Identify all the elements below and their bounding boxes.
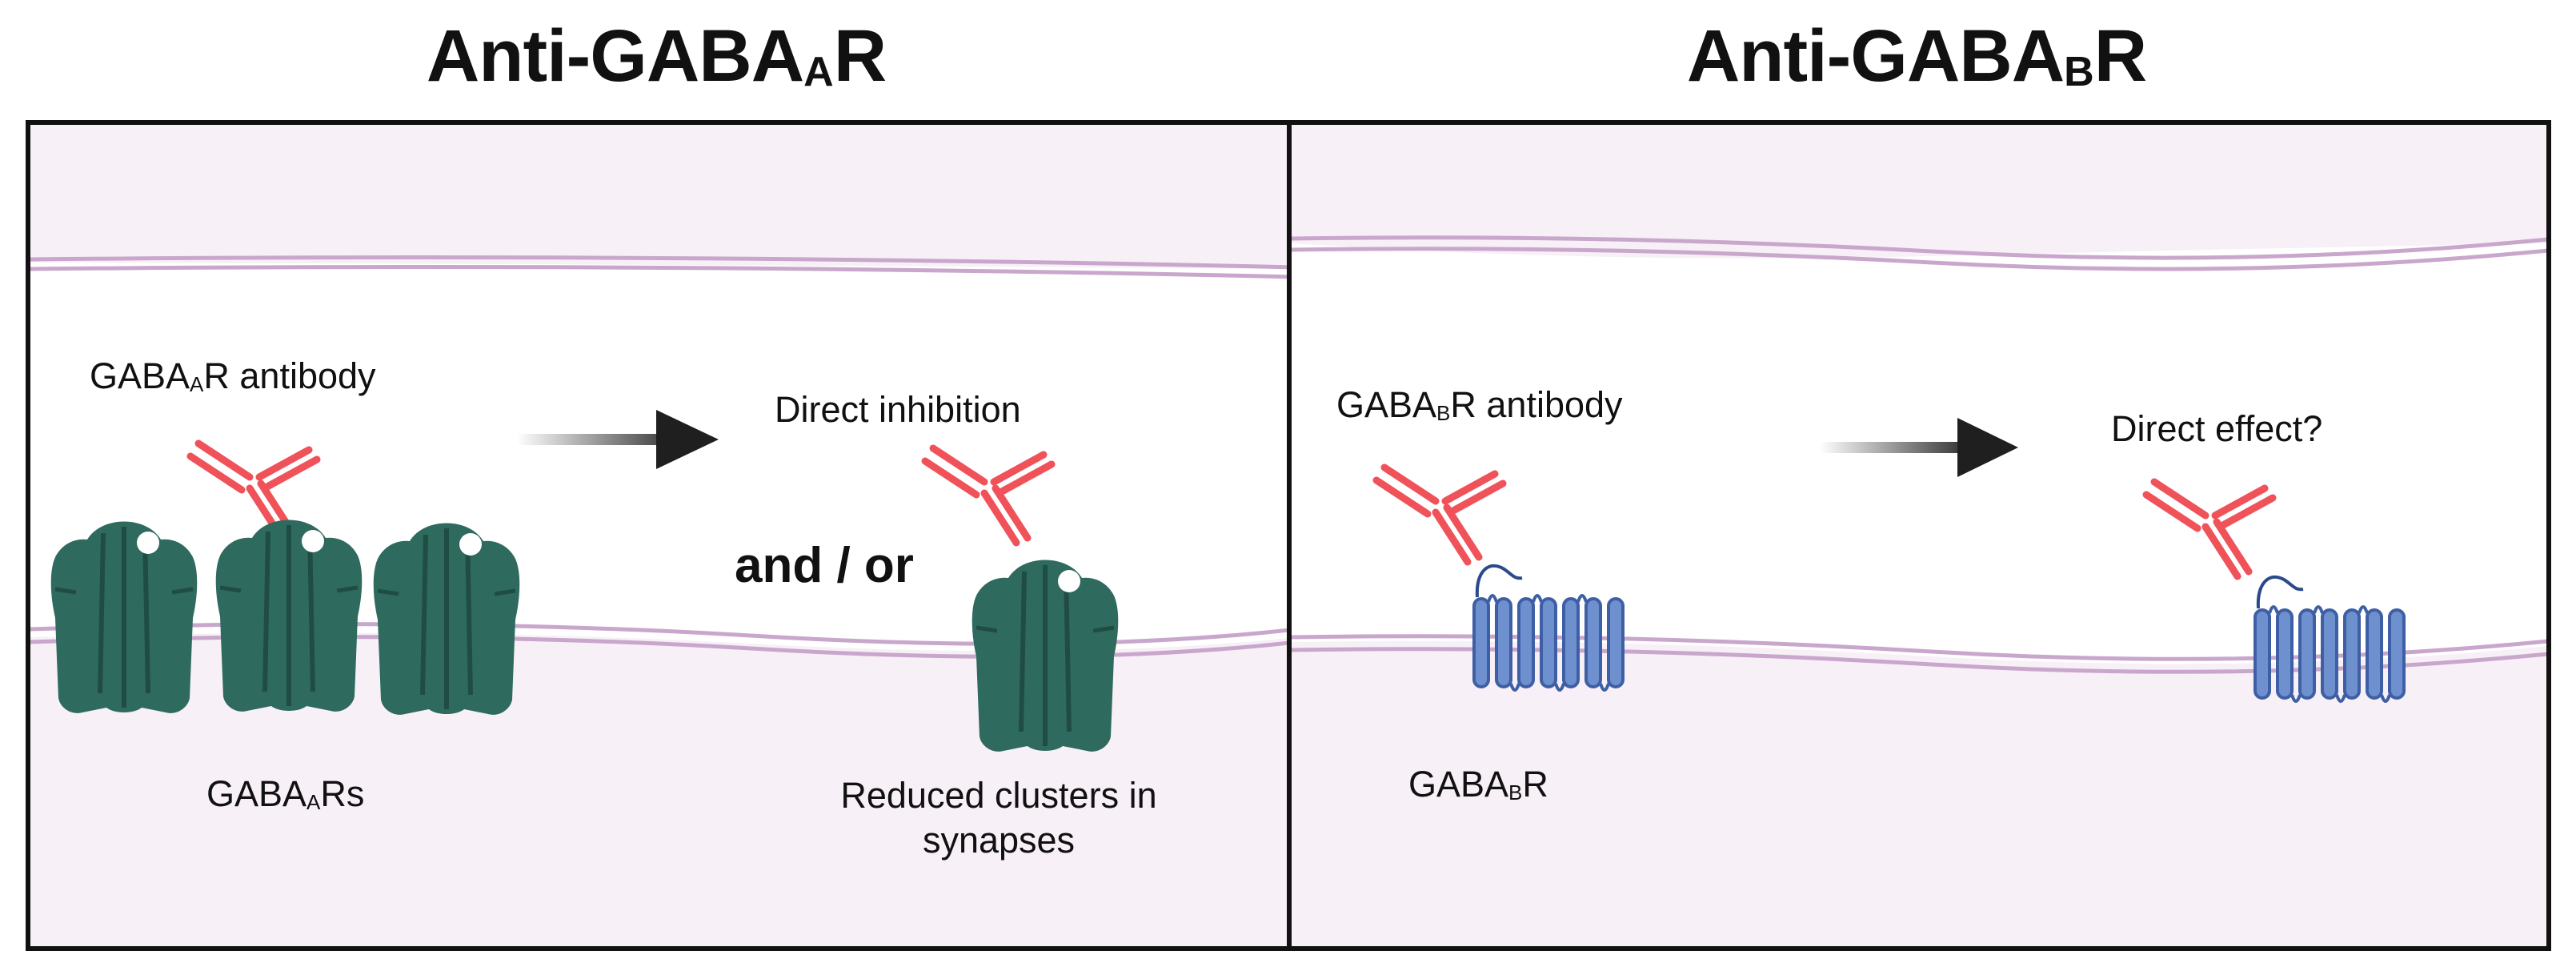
panel-title-anti-gabaa: Anti-GABAAR — [164, 14, 1148, 98]
gabaa-receptor-icon — [374, 524, 520, 715]
panel-anti-gabaa: GABAAR antibody GABAARs Direct inhibitio… — [26, 120, 1292, 951]
panel-anti-gabab: GABABR antibody GABABR Direct effect? — [1287, 120, 2551, 951]
panel-a-illustration — [30, 125, 1287, 946]
antibody-icon — [925, 448, 1052, 543]
direct-effect-label: Direct effect? — [2111, 408, 2323, 449]
label-end: R antibody — [1450, 384, 1623, 425]
gabab-antibody-label: GABABR antibody — [1336, 383, 1623, 427]
arrow-right-icon — [517, 410, 719, 469]
antibody-icon — [1376, 467, 1503, 562]
label-end: Rs — [320, 773, 365, 814]
reduced-clusters-line-2: synapses — [922, 820, 1076, 861]
gabaa-receptor-icon — [51, 522, 198, 713]
label-text: GABA — [1336, 384, 1437, 425]
label-subscript: A — [190, 372, 204, 396]
label-subscript: B — [1436, 401, 1451, 425]
arrow-right-icon — [1820, 418, 2018, 477]
antibody-icon — [2146, 482, 2273, 576]
and-or-label: and / or — [735, 538, 914, 593]
label-text: GABA — [206, 773, 307, 814]
title-end: R — [833, 15, 887, 97]
reduced-clusters-label: Reduced clusters in synapses — [791, 773, 1207, 864]
title-subscript: A — [803, 49, 834, 95]
gabaa-antibody-label: GABAAR antibody — [90, 354, 376, 399]
title-text: Anti-GABA — [1686, 15, 2065, 97]
gabab-receptor-icon — [1472, 564, 1625, 692]
title-end: R — [2093, 15, 2147, 97]
label-end: R — [1522, 764, 1548, 804]
gabaa-receptors-label: GABAARs — [206, 772, 364, 817]
gabab-receptor-label: GABABR — [1408, 762, 1548, 807]
gabaa-receptor-icon — [216, 520, 363, 712]
label-text: GABA — [90, 355, 190, 396]
label-subscript: A — [306, 790, 321, 814]
label-subscript: B — [1508, 780, 1523, 804]
reduced-clusters-line-1: Reduced clusters in — [840, 775, 1157, 816]
title-text: Anti-GABA — [426, 15, 804, 97]
label-end: R antibody — [203, 355, 376, 396]
panel-title-anti-gabab: Anti-GABABR — [1256, 14, 2576, 98]
gabab-receptor-icon — [2253, 575, 2406, 703]
title-subscript: B — [2064, 49, 2094, 95]
direct-inhibition-label: Direct inhibition — [775, 389, 1021, 430]
label-text: GABA — [1408, 764, 1509, 804]
panel-b-illustration — [1292, 125, 2546, 946]
gabaa-receptor-icon — [972, 560, 1119, 752]
